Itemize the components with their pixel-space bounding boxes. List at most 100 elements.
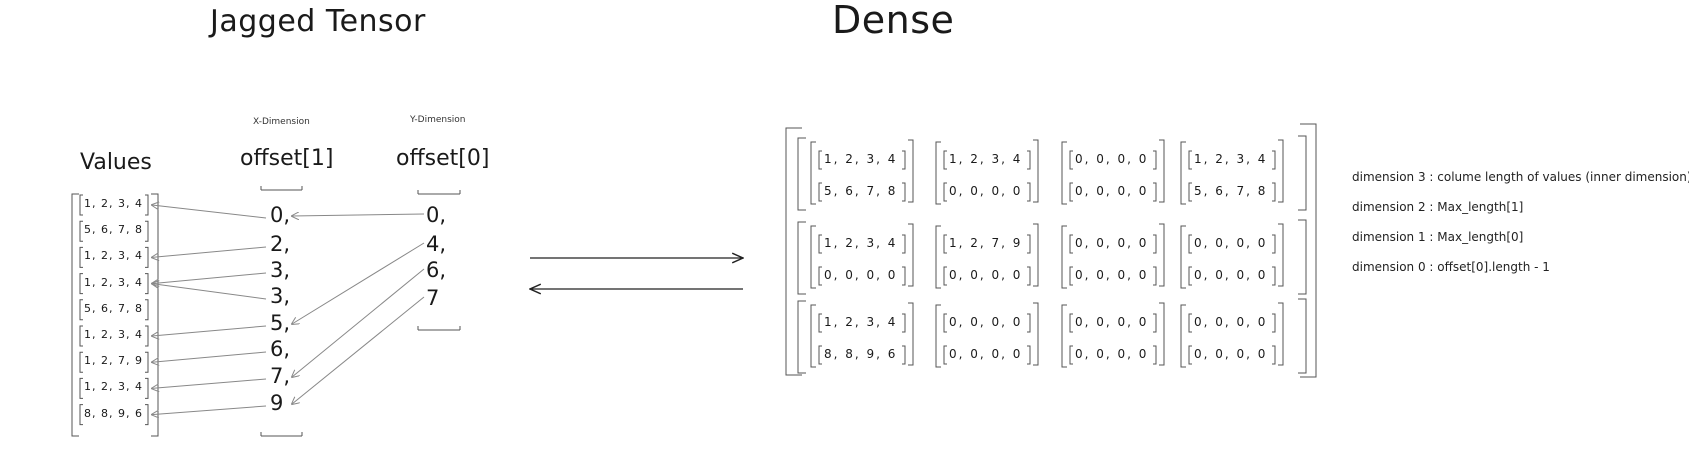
dense-cell-bracket-left: [1180, 141, 1186, 205]
dense-vector-bracket-right: [1153, 182, 1157, 202]
arrow-offset0-3-to-offset1: [292, 296, 425, 404]
dense-vector-bracket-right: [1272, 234, 1276, 254]
dense-vector-r2-c3-0: 0, 0, 0, 0: [1194, 315, 1268, 329]
dense-vector-bracket-left: [818, 345, 822, 365]
dense-vector-bracket-left: [943, 182, 947, 202]
dense-vector-bracket-right: [1272, 150, 1276, 170]
arrow-offset1-0-to-value: [152, 205, 267, 219]
dense-cell-bracket-left: [1180, 304, 1186, 368]
offset1-entry-1: 2,: [270, 232, 291, 256]
value-row-bracket-right: [145, 194, 149, 216]
dense-vector-bracket-left: [818, 234, 822, 254]
dense-vector-bracket-right: [1272, 182, 1276, 202]
dense-vector-r1-c3-0: 0, 0, 0, 0: [1194, 236, 1268, 250]
dense-vector-r2-c0-0: 1, 2, 3, 4: [824, 315, 898, 329]
arrow-offset1-2-to-value: [152, 272, 267, 284]
dense-vector-r2-c3-1: 0, 0, 0, 0: [1194, 347, 1268, 361]
dense-vector-bracket-right: [1153, 266, 1157, 286]
offset0-header: offset[0]: [396, 146, 490, 171]
dense-cell-bracket-left: [935, 304, 941, 368]
note-dimension-3: dimension 3 : colume length of values (i…: [1352, 170, 1689, 184]
value-row-2: 1, 2, 3, 4: [84, 249, 143, 263]
dense-cell-bracket-left: [1061, 225, 1067, 289]
value-row-4: 5, 6, 7, 8: [84, 301, 143, 315]
dense-vector-bracket-left: [943, 234, 947, 254]
dense-vector-bracket-right: [902, 313, 906, 333]
dense-cell-bracket-right: [908, 302, 914, 366]
dense-cell-bracket-left: [810, 304, 816, 368]
value-row-bracket-left: [79, 404, 83, 426]
dense-cell-bracket-right: [908, 139, 914, 203]
value-row-6: 1, 2, 7, 9: [84, 354, 143, 368]
dense-row-1-bracket-left: [797, 221, 806, 295]
dense-vector-r0-c2-1: 0, 0, 0, 0: [1075, 184, 1149, 198]
dense-vector-bracket-left: [1188, 234, 1192, 254]
dense-cell-bracket-left: [810, 141, 816, 205]
dense-vector-bracket-right: [1153, 313, 1157, 333]
value-row-bracket-right: [145, 377, 149, 399]
offset1-entry-0: 0,: [270, 203, 291, 227]
value-row-bracket-left: [79, 299, 83, 321]
dense-vector-bracket-right: [1027, 313, 1031, 333]
offset1-entry-2: 3,: [270, 258, 291, 282]
offset1-entry-7: 9: [270, 391, 284, 415]
dense-vector-r1-c0-1: 0, 0, 0, 0: [824, 268, 898, 282]
offset0-entry-1: 4,: [426, 232, 447, 256]
dense-vector-r0-c3-0: 1, 2, 3, 4: [1194, 152, 1268, 166]
dense-vector-bracket-left: [1069, 150, 1073, 170]
value-row-7: 1, 2, 3, 4: [84, 380, 143, 394]
dense-vector-bracket-left: [818, 182, 822, 202]
arrow-offset0-2-to-offset1: [292, 268, 425, 377]
value-row-0: 1, 2, 3, 4: [84, 197, 143, 210]
note-dimension-1: dimension 1 : Max_length[0]: [1352, 230, 1524, 244]
value-row-3: 1, 2, 3, 4: [84, 275, 143, 289]
offset0-entry-3: 7: [426, 286, 440, 310]
dense-cell-bracket-right: [1159, 302, 1165, 366]
dense-vector-bracket-left: [943, 266, 947, 286]
dense-vector-r1-c2-0: 0, 0, 0, 0: [1075, 236, 1149, 250]
value-row-bracket-right: [145, 351, 149, 373]
arrow-offset1-1-to-value: [152, 246, 267, 257]
dense-vector-bracket-left: [1069, 313, 1073, 333]
arrow-offset0-0-to-offset1: [292, 214, 425, 216]
note-dimension-0: dimension 0 : offset[0].length - 1: [1352, 260, 1550, 274]
dense-title: Dense: [832, 0, 955, 42]
dense-vector-r0-c3-1: 5, 6, 7, 8: [1194, 184, 1268, 198]
dense-row-0-bracket-left: [797, 137, 806, 211]
dense-vector-bracket-left: [818, 150, 822, 170]
values-header: Values: [80, 150, 152, 175]
value-row-bracket-right: [145, 273, 149, 295]
dense-cell-bracket-right: [908, 223, 914, 287]
dense-cell-bracket-left: [1061, 304, 1067, 368]
offset1-entry-3: 3,: [270, 284, 291, 308]
dense-cell-bracket-left: [935, 141, 941, 205]
offset1-entry-6: 7,: [270, 364, 291, 388]
dense-vector-bracket-left: [1069, 234, 1073, 254]
dense-vector-bracket-left: [1188, 150, 1192, 170]
dense-cell-bracket-right: [1278, 302, 1284, 366]
dense-vector-bracket-left: [1188, 182, 1192, 202]
dense-vector-r2-c2-1: 0, 0, 0, 0: [1075, 347, 1149, 361]
dense-vector-bracket-left: [1069, 266, 1073, 286]
value-row-bracket-right: [145, 246, 149, 268]
dense-cell-bracket-right: [1033, 302, 1039, 366]
dense-vector-bracket-right: [1153, 150, 1157, 170]
dense-vector-r0-c0-0: 1, 2, 3, 4: [824, 152, 898, 166]
offset1-header: offset[1]: [240, 146, 334, 171]
value-row-bracket-left: [79, 377, 83, 399]
dense-cell-bracket-right: [1159, 223, 1165, 287]
y-dimension-label: Y-Dimension: [410, 115, 466, 125]
dense-vector-r0-c0-1: 5, 6, 7, 8: [824, 184, 898, 198]
arrow-offset0-1-to-offset1: [292, 242, 425, 324]
dense-vector-bracket-left: [1188, 266, 1192, 286]
dense-cell-bracket-left: [810, 225, 816, 289]
dense-vector-bracket-right: [1272, 313, 1276, 333]
dense-vector-bracket-right: [902, 150, 906, 170]
dense-vector-r2-c1-0: 0, 0, 0, 0: [949, 315, 1023, 329]
arrow-offset1-7-to-value: [152, 405, 267, 415]
dense-cell-bracket-left: [1061, 141, 1067, 205]
arrow-offset1-5-to-value: [152, 351, 267, 362]
dense-row-1-bracket-right: [1298, 219, 1307, 295]
dense-cell-bracket-right: [1278, 139, 1284, 203]
